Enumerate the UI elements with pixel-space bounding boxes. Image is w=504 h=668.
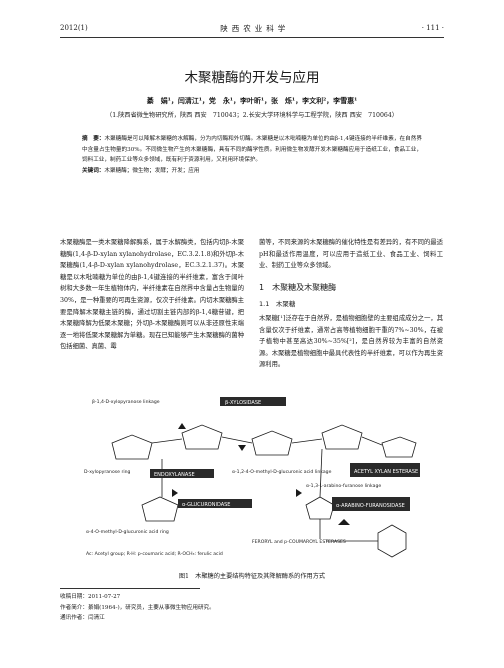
left-body: 木聚糖酶是一类木聚糖降解酶系，属于水解酶类，包括内切β-木聚糖酶(1,4-β-D… xyxy=(60,239,245,351)
glycosidic-bond xyxy=(361,436,383,446)
phenol-ring xyxy=(377,524,407,558)
xylose-ring-2 xyxy=(181,424,223,450)
glucuronic-ring-label: α-4-O-methyl-D-glucuronic acid ring xyxy=(86,529,169,535)
xylose-ring-5 xyxy=(381,436,417,458)
xylose-ring-3 xyxy=(251,430,293,456)
footnote: 收稿日期：2011-07-27 作者简介：綦娟(1964-)，研究员，主要从事微… xyxy=(60,592,444,624)
glycosidic-bond xyxy=(291,438,323,444)
beta-linkage-label: β-1,4-D-xylopyranose linkage xyxy=(92,399,160,405)
endoxylanase-label: ENDOXYLANASE xyxy=(154,472,195,478)
side-chain-bond xyxy=(319,448,323,498)
arabinofuranosidase-label: α-ARABINO-FURANOSIDASE xyxy=(336,503,405,509)
acetyl-esterase-label: ACETYL XYLAN ESTERASE xyxy=(354,469,418,475)
cleavage-arrow xyxy=(172,489,178,497)
xylose-ring-4 xyxy=(321,424,363,450)
affiliation: （1.陕西省微生物研究所，陕西 西安 710043；2.长安大学环境科学与工程学… xyxy=(106,112,398,119)
section-heading: 1 木聚糖及木聚糖酶 xyxy=(259,282,337,292)
xylan-structure-figure: β-XYLOSIDASE β-1,4-D-xylopyranose linkag… xyxy=(84,397,420,558)
header-issue: 2012(1) xyxy=(60,24,88,32)
cleavage-arrow xyxy=(238,445,246,451)
glucuronidase-label: α-GLUCURONIDASE xyxy=(182,502,230,508)
author-bio: 作者简介：綦娟(1964-)，研究员，主要从事微生物应用研究。 xyxy=(60,604,215,611)
arabinofuranose-linkage-label: α-1,3-L-arabino-furanose linkage xyxy=(306,483,381,489)
right-para-1: 菌等，不同来源的木聚糖酶的催化特性是有差异的，有不同的最适pH和最适作用温度，可… xyxy=(259,239,443,270)
xylose-ring-1 xyxy=(111,434,153,460)
feruloyl-esterase-label: FERORYL and p-COUMAROYL ESTERASES xyxy=(252,539,346,545)
authors: 綦 娟¹，闫清江¹，党 永¹，李叶昕¹，张 烁¹，李文利²，李雪惠¹ xyxy=(146,96,358,105)
keywords-label: 关键词： xyxy=(82,167,105,174)
running-header: 2012(1) 陕西农业科学 · 111 · xyxy=(60,22,444,34)
cleavage-arrow xyxy=(338,519,350,525)
arabinofuranosidase-box xyxy=(332,497,410,511)
methyl-glucuronic-linkage-label: α-1,2-4-O-methyl-D-glucuronic acid linka… xyxy=(232,469,332,475)
header-page: · 111 · xyxy=(421,24,444,32)
abstract-label: 摘 要： xyxy=(82,136,105,142)
header-rule xyxy=(60,37,444,38)
glycosidic-bond xyxy=(221,436,253,444)
glucuronic-ring xyxy=(141,496,179,522)
acetyl-esterase-box xyxy=(350,463,420,477)
right-para-2: 木聚糖[¹]泛存在于自然界，是植物细胞壁的主要组成成分之一，其含量仅次于纤维素，… xyxy=(259,314,443,369)
arabinose-ring xyxy=(305,496,335,520)
paper-title: 木聚糖酶的开发与应用 xyxy=(184,70,320,86)
corresponding-author: 通讯作者：闫清江 xyxy=(60,615,105,621)
acetyl-group-legend: Ac: Acetyl group; R-H: p-coumaric acid; … xyxy=(86,551,223,557)
glycosidic-bond xyxy=(151,438,183,444)
abstract-text: 木聚糖酶是可以降解木聚糖的水解酶，分为内切酶和外切酶。木聚糖是以木吡喃糖为单位的… xyxy=(82,136,422,163)
keywords-text: 木聚糖酶；微生物；发酵；开发；应用 xyxy=(104,167,200,174)
endoxylanase-box xyxy=(150,469,214,478)
xylosidase-box xyxy=(220,397,286,406)
received-date: 收稿日期：2011-07-27 xyxy=(60,594,121,600)
abstract: 摘 要：木聚糖酶是可以降解木聚糖的水解酶，分为内切酶和外切酶。木聚糖是以木吡喃糖… xyxy=(82,134,422,176)
cleavage-arrow xyxy=(178,423,186,429)
footnote-rule xyxy=(60,588,200,589)
cleavage-arrow xyxy=(296,489,302,497)
header-journal: 陕西农业科学 xyxy=(220,23,290,33)
xylosidase-label: β-XYLOSIDASE xyxy=(225,400,261,406)
figure-caption: 图1 木聚糖的主要结构特征及其降解酶系的作用方式 xyxy=(178,573,326,580)
xylopyranose-ring-label: D-xylopyranose ring xyxy=(84,469,131,475)
subsection-heading: 1.1 木聚糖 xyxy=(259,300,296,309)
glucuronidase-box xyxy=(178,499,252,508)
right-column: 菌等，不同来源的木聚糖酶的催化特性是有差异的，有不同的最适pH和最适作用温度，可… xyxy=(259,237,443,371)
left-column: 木聚糖酶是一类木聚糖降解酶系，属于水解酶类，包括内切β-木聚糖酶(1,4-β-D… xyxy=(60,237,244,353)
